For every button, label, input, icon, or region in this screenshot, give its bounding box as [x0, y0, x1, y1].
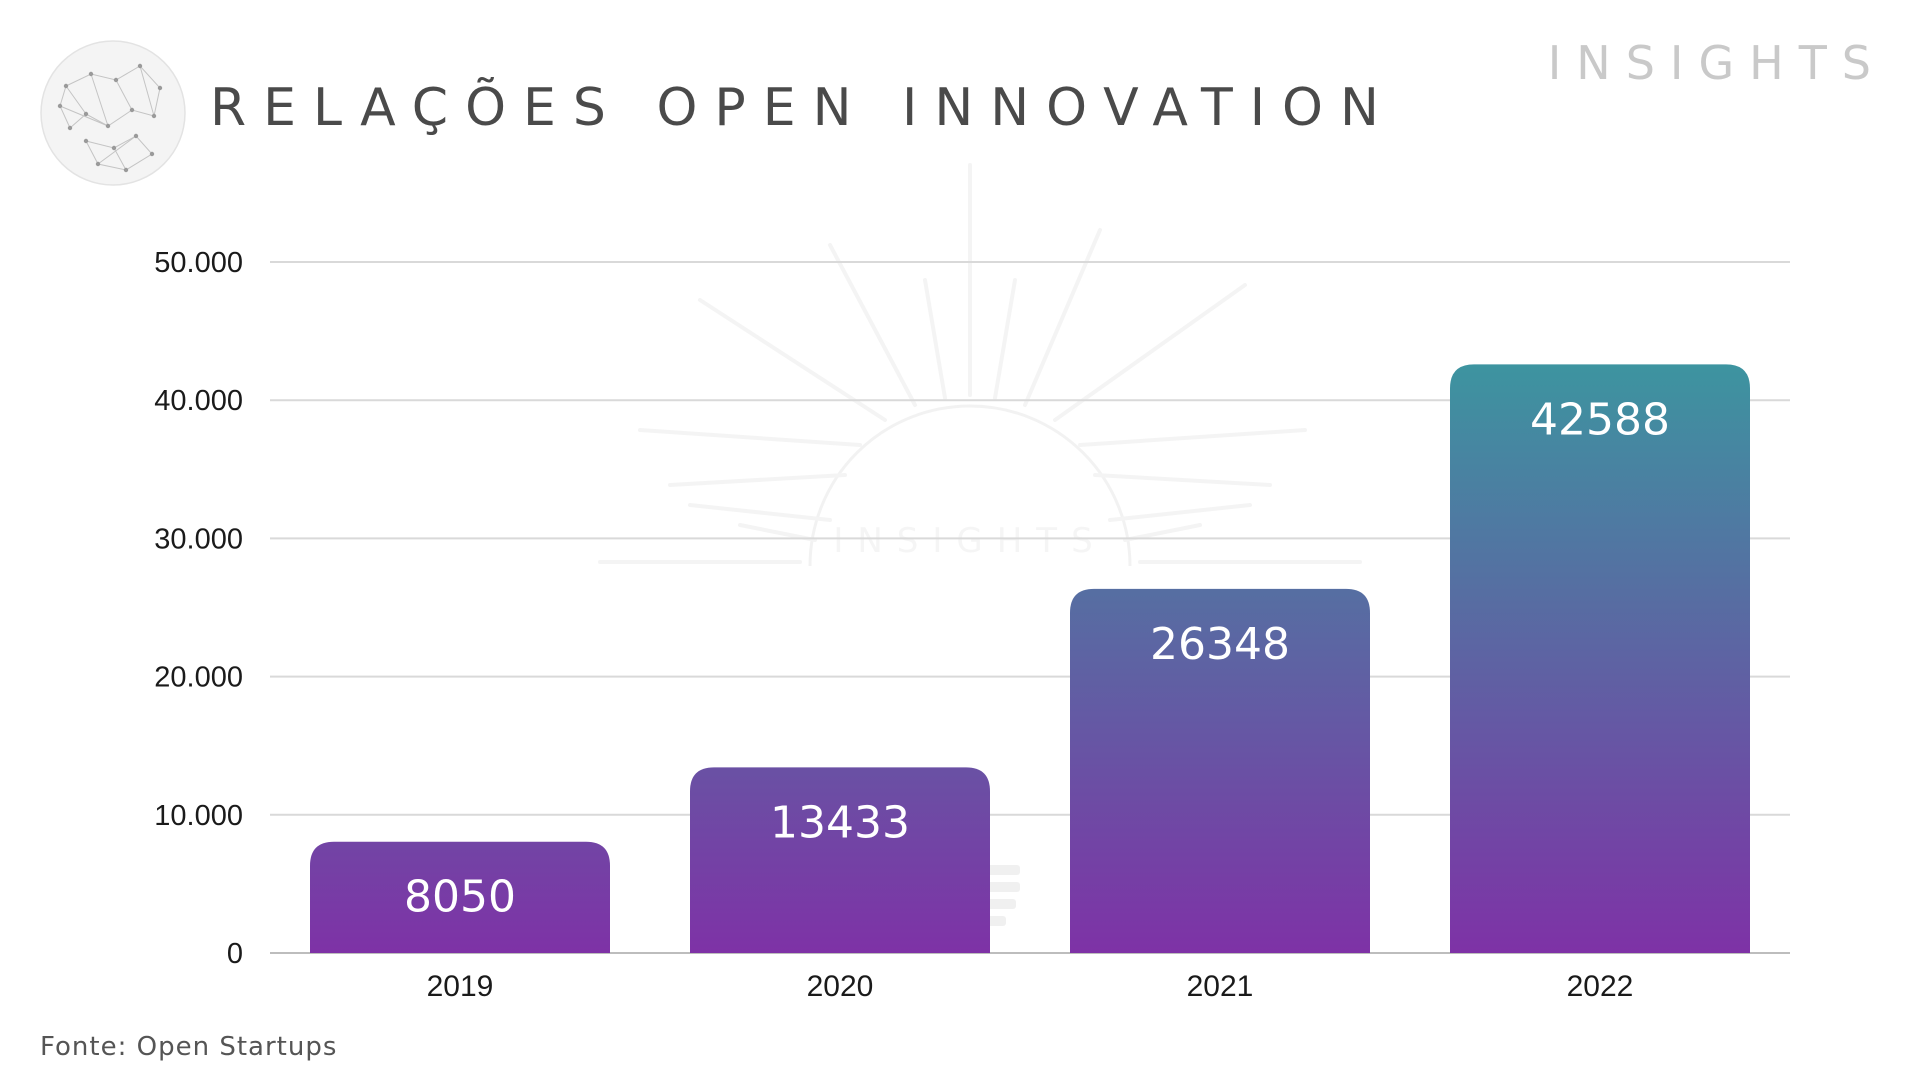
data-label: 8050 [404, 872, 516, 923]
data-label: 26348 [1150, 619, 1290, 670]
bars [310, 364, 1750, 953]
y-axis: 0 10.000 20.000 30.000 40.000 50.000 [154, 247, 243, 970]
data-label: 42588 [1530, 394, 1670, 445]
y-tick-label: 50.000 [154, 247, 243, 279]
bar-2021 [1070, 588, 1370, 953]
source-note: Fonte: Open Startups [40, 1032, 338, 1062]
y-tick-label: 30.000 [154, 523, 243, 555]
brand-logo-text: INSIGHTS [1547, 36, 1886, 90]
y-tick-label: 10.000 [154, 800, 243, 832]
globe-network-icon [40, 40, 186, 186]
data-label: 13433 [770, 797, 910, 848]
watermark-logo: INSIGHTS [598, 163, 1362, 926]
x-tick-label: 2019 [427, 970, 494, 1003]
x-tick-label: 2022 [1567, 970, 1634, 1003]
bar-2022 [1450, 364, 1750, 953]
y-tick-label: 40.000 [154, 385, 243, 417]
page-title: RELAÇÕES OPEN INNOVATION [210, 78, 1396, 138]
x-tick-label: 2021 [1187, 970, 1254, 1003]
y-tick-label: 20.000 [154, 662, 243, 694]
y-tick-label: 0 [227, 938, 243, 970]
x-tick-label: 2020 [807, 970, 874, 1003]
bar-2020 [690, 767, 990, 953]
x-axis: 2019 2020 2021 2022 [427, 970, 1634, 1003]
bar-2019 [310, 841, 610, 953]
watermark-text: INSIGHTS [833, 521, 1106, 561]
data-labels: 8050 13433 26348 42588 [404, 394, 1670, 922]
